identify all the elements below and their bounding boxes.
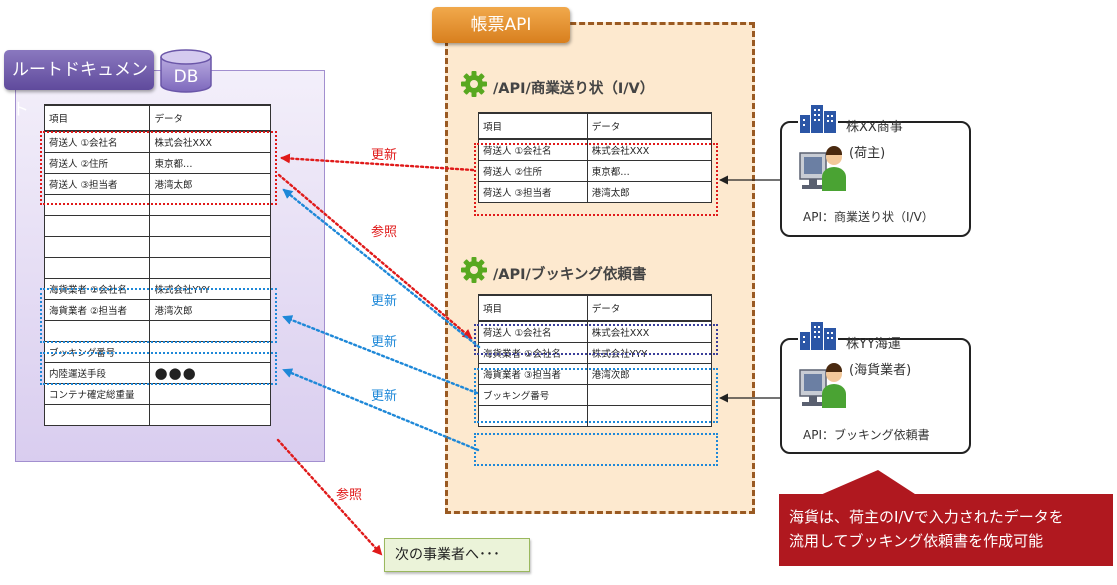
update-arrow-forwarder <box>282 315 479 395</box>
invoice-api-title: /API/商業送り状（I/V） <box>493 81 655 97</box>
cell-item <box>43 403 151 426</box>
user-at-computer-icon <box>799 363 846 408</box>
api-label: 帳票API <box>432 7 570 43</box>
update-label: 更新 <box>371 335 398 350</box>
table-row: 荷送人 ②住所東京都… <box>478 159 713 182</box>
gear-icon <box>461 257 487 283</box>
callout-pointer <box>818 470 918 496</box>
update-arrow-booking-number <box>282 368 480 452</box>
callout-line: 流用してブッキング依頼書を作成可能 <box>789 532 1044 550</box>
table-header-row: 項目 データ <box>43 104 271 132</box>
api-panel <box>445 22 755 514</box>
root-data-table: 項目 データ 荷送人 ①会社名株式会社XXX 荷送人 ②住所東京都… 荷送人 ③… <box>43 104 271 426</box>
forwarder-name: 株YY海運 <box>846 337 901 352</box>
update-label: 更新 <box>371 148 398 163</box>
table-row <box>43 403 271 426</box>
refer-arrow-root-to-booking <box>277 173 473 340</box>
shipper-name: 株XX商事 <box>846 120 903 135</box>
update-arrow-invoice-to-root <box>280 153 475 172</box>
table-row: ブッキング番号 <box>478 383 713 406</box>
table-row: 荷送人 ③担当者港湾太郎 <box>43 172 271 195</box>
table-row: 海貨業者 ②担当者港湾次郎 <box>43 298 271 321</box>
callout-note: 海貨は、荷主のI/Vで入力されたデータを 流用してブッキング依頼書を作成可能 <box>779 494 1113 566</box>
column-header-item: 項目 <box>478 112 588 140</box>
db-label: DB <box>174 67 199 87</box>
forwarder-company-box <box>780 338 971 454</box>
root-document-label: ルートドキュメント <box>4 50 154 120</box>
next-step-box: 次の事業者へ･･･ <box>384 538 530 572</box>
update-label: 更新 <box>371 294 398 309</box>
table-row <box>43 319 271 342</box>
column-header-item: 項目 <box>478 294 588 322</box>
booking-api-title: /API/ブッキング依頼書 <box>493 267 647 283</box>
column-header-data: データ <box>149 104 271 132</box>
shipper-api-label: API：商業送り状（I/V） <box>803 210 934 224</box>
building-icon <box>798 103 838 135</box>
gear-icon <box>461 71 487 97</box>
callout-line: 海貨は、荷主のI/Vで入力されたデータを <box>789 508 1064 526</box>
table-row: 荷送人 ③担当者港湾太郎 <box>478 180 713 203</box>
column-header-data: データ <box>586 112 713 140</box>
update-arrow-shipper <box>282 188 481 349</box>
refer-label: 参照 <box>371 225 398 240</box>
refer-label: 参照 <box>336 488 363 503</box>
database-icon: DB <box>160 49 212 93</box>
forwarder-role: (海貨業者) <box>849 363 912 378</box>
cell-data: 港湾太郎 <box>586 180 713 203</box>
column-header-item: 項目 <box>43 104 151 132</box>
forwarder-api-label: API：ブッキング依頼書 <box>803 428 930 442</box>
refer-arrow-root-to-next <box>276 438 383 556</box>
column-header-data: データ <box>586 294 713 322</box>
user-at-computer-icon <box>799 146 846 191</box>
building-icon <box>798 320 838 352</box>
cell-data <box>149 403 271 426</box>
table-header-row: 項目 データ <box>478 294 713 322</box>
table-header-row: 項目 データ <box>478 112 713 140</box>
shipper-role: (荷主) <box>849 146 886 161</box>
update-label: 更新 <box>371 389 398 404</box>
